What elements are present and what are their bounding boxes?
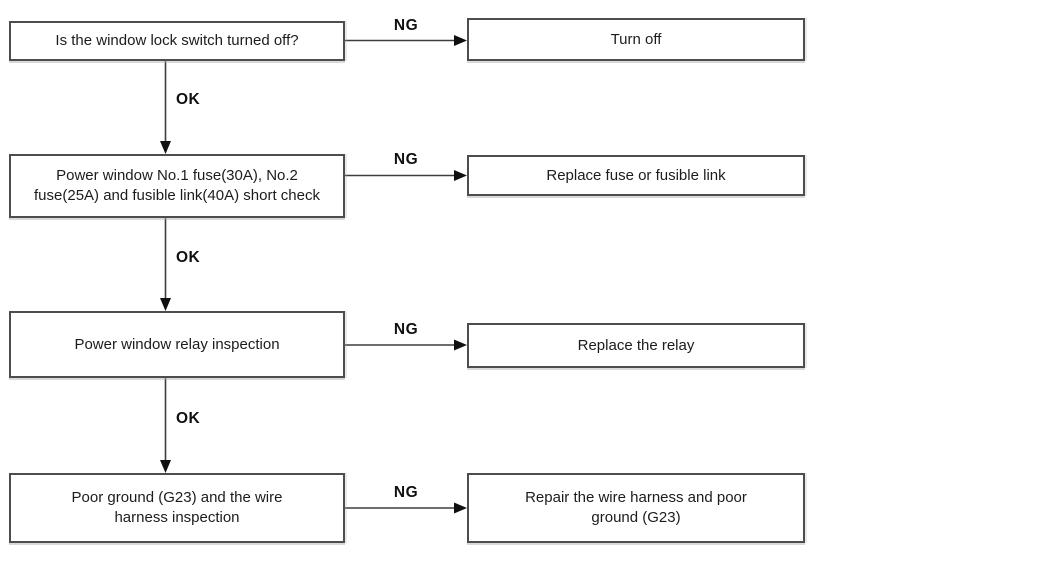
ng-label: NG	[393, 321, 419, 338]
box-text-line: Replace fuse or fusible link	[546, 166, 726, 184]
ng-label: NG	[393, 151, 419, 168]
check-box-relay-inspection: Power window relay inspection	[9, 311, 345, 378]
arrowhead-right-icon	[454, 170, 467, 181]
arrowhead-down-icon	[160, 460, 171, 473]
arrowhead-down-icon	[160, 141, 171, 154]
box-text-line: Repair the wire harness and poor	[525, 489, 747, 506]
action-box-turn-off: Turn off	[467, 18, 805, 61]
box-text-line: Power window No.1 fuse(30A), No.2	[56, 167, 298, 184]
box-text-line: ground (G23)	[591, 509, 681, 526]
ng-label: NG	[393, 484, 419, 501]
action-box-replace-fuse: Replace fuse or fusible link	[467, 155, 805, 196]
action-box-replace-relay: Replace the relay	[467, 323, 805, 368]
arrowhead-right-icon	[454, 339, 467, 351]
box-text-line: Is the window lock switch turned off?	[55, 32, 299, 49]
box-text-line: Power window relay inspection	[74, 335, 280, 353]
box-text-line: Replace the relay	[577, 336, 695, 354]
check-box-fuse-short-check: Power window No.1 fuse(30A), No.2 fuse(2…	[9, 154, 345, 218]
ok-label: OK	[176, 91, 201, 108]
box-text-line: harness inspection	[114, 509, 240, 526]
arrowhead-down-icon	[160, 298, 171, 311]
ok-label: OK	[176, 410, 201, 427]
check-box-ground-harness-inspection: Poor ground (G23) and the wire harness i…	[9, 473, 345, 543]
action-box-repair-harness-ground: Repair the wire harness and poor ground …	[467, 473, 805, 543]
box-text-line: fuse(25A) and fusible link(40A) short ch…	[34, 187, 320, 204]
arrowhead-right-icon	[454, 502, 467, 514]
arrowhead-right-icon	[454, 35, 467, 46]
box-text-line: Turn off	[610, 30, 662, 48]
check-box-window-lock-switch: Is the window lock switch turned off?	[9, 21, 345, 61]
box-text-line: Poor ground (G23) and the wire	[71, 489, 283, 506]
ok-label: OK	[176, 249, 201, 266]
ng-label: NG	[393, 17, 419, 34]
